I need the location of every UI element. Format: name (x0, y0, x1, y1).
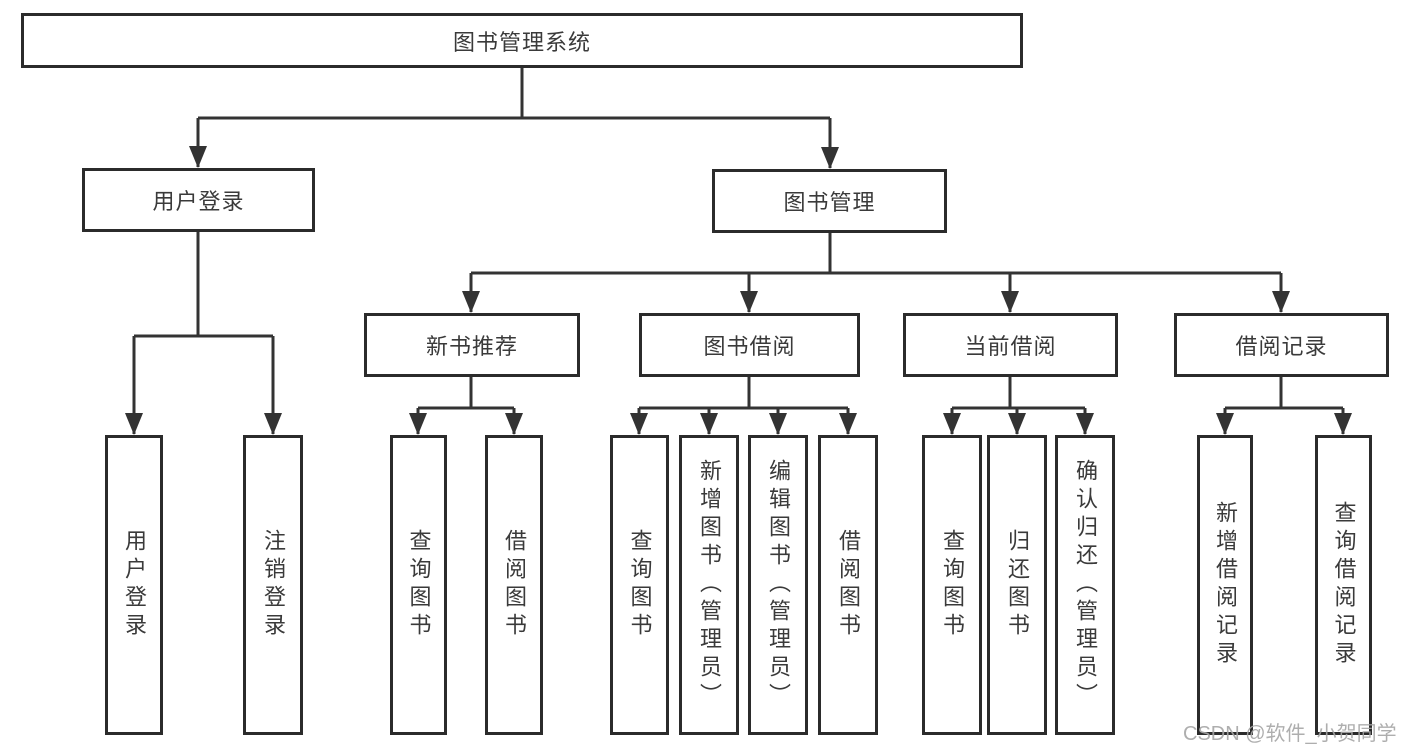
node-borrow-records: 借阅记录 (1174, 313, 1389, 377)
leaf-query-books-borrow: 查询图书 (610, 435, 669, 735)
leaf-add-borrow-record: 新增借阅记录 (1197, 435, 1253, 735)
leaf-borrow-books: 借阅图书 (818, 435, 878, 735)
node-new-book-recommend: 新书推荐 (364, 313, 580, 377)
leaf-return-books: 归还图书 (987, 435, 1047, 735)
node-current-borrow: 当前借阅 (903, 313, 1118, 377)
leaf-logout: 注销登录 (243, 435, 303, 735)
leaf-user-login: 用户登录 (105, 435, 163, 735)
node-user-login: 用户登录 (82, 168, 315, 232)
node-book-borrow: 图书借阅 (639, 313, 860, 377)
leaf-borrow-books-recommend: 借阅图书 (485, 435, 543, 735)
leaf-query-books-recommend: 查询图书 (390, 435, 447, 735)
csdn-watermark: CSDN @软件_小贺同学 (1183, 723, 1397, 745)
leaf-query-borrow-record: 查询借阅记录 (1315, 435, 1372, 735)
leaf-add-book-admin: 新增图书（管理员） (679, 435, 739, 735)
node-library-management-system: 图书管理系统 (21, 13, 1023, 68)
leaf-query-books-current: 查询图书 (922, 435, 982, 735)
leaf-confirm-return-admin: 确认归还（管理员） (1055, 435, 1115, 735)
leaf-edit-book-admin: 编辑图书（管理员） (748, 435, 808, 735)
node-book-management: 图书管理 (712, 169, 947, 233)
